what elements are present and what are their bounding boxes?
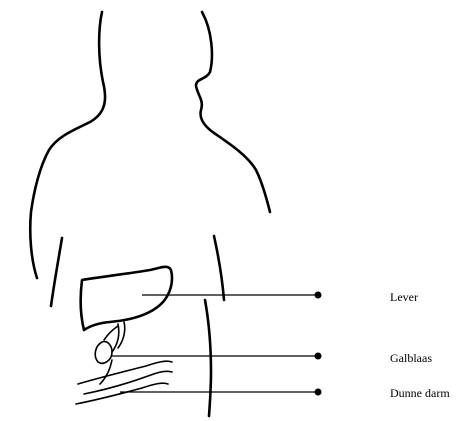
label-dunne-darm: Dunne darm xyxy=(390,386,450,401)
label-lever: Lever xyxy=(390,290,418,305)
small-intestine xyxy=(76,360,172,404)
galblaas-leader-dot xyxy=(315,353,322,360)
lever-leader-dot xyxy=(315,292,322,299)
gallbladder xyxy=(95,322,125,363)
label-galblaas: Galblaas xyxy=(390,351,432,366)
liver xyxy=(81,267,172,330)
dunne-darm-leader-dot xyxy=(315,389,322,396)
